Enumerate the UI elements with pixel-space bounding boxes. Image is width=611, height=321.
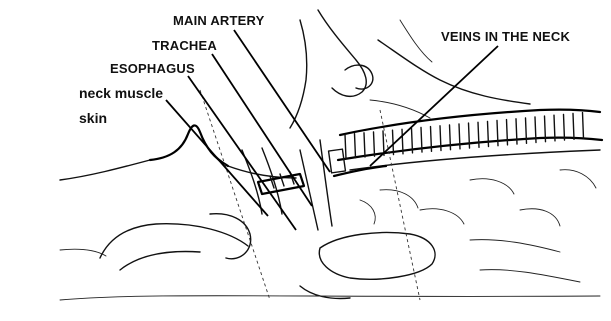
label-trachea: TRACHEA bbox=[152, 38, 217, 54]
label-skin: skin bbox=[79, 110, 107, 126]
leader-main-artery bbox=[234, 30, 330, 172]
label-main-artery: MAIN ARTERY bbox=[173, 13, 265, 29]
leader-trachea bbox=[212, 54, 312, 206]
head-outline bbox=[290, 10, 530, 128]
lower-body bbox=[60, 170, 600, 300]
spine bbox=[338, 110, 602, 170]
label-esophagus: ESOPHAGUS bbox=[110, 61, 195, 77]
skin-contour bbox=[60, 125, 296, 180]
label-neck-muscle: neck muscle bbox=[79, 85, 163, 101]
label-veins-in-the-neck: VEINS IN THE NECK bbox=[441, 29, 570, 45]
leader-lines bbox=[166, 30, 498, 230]
